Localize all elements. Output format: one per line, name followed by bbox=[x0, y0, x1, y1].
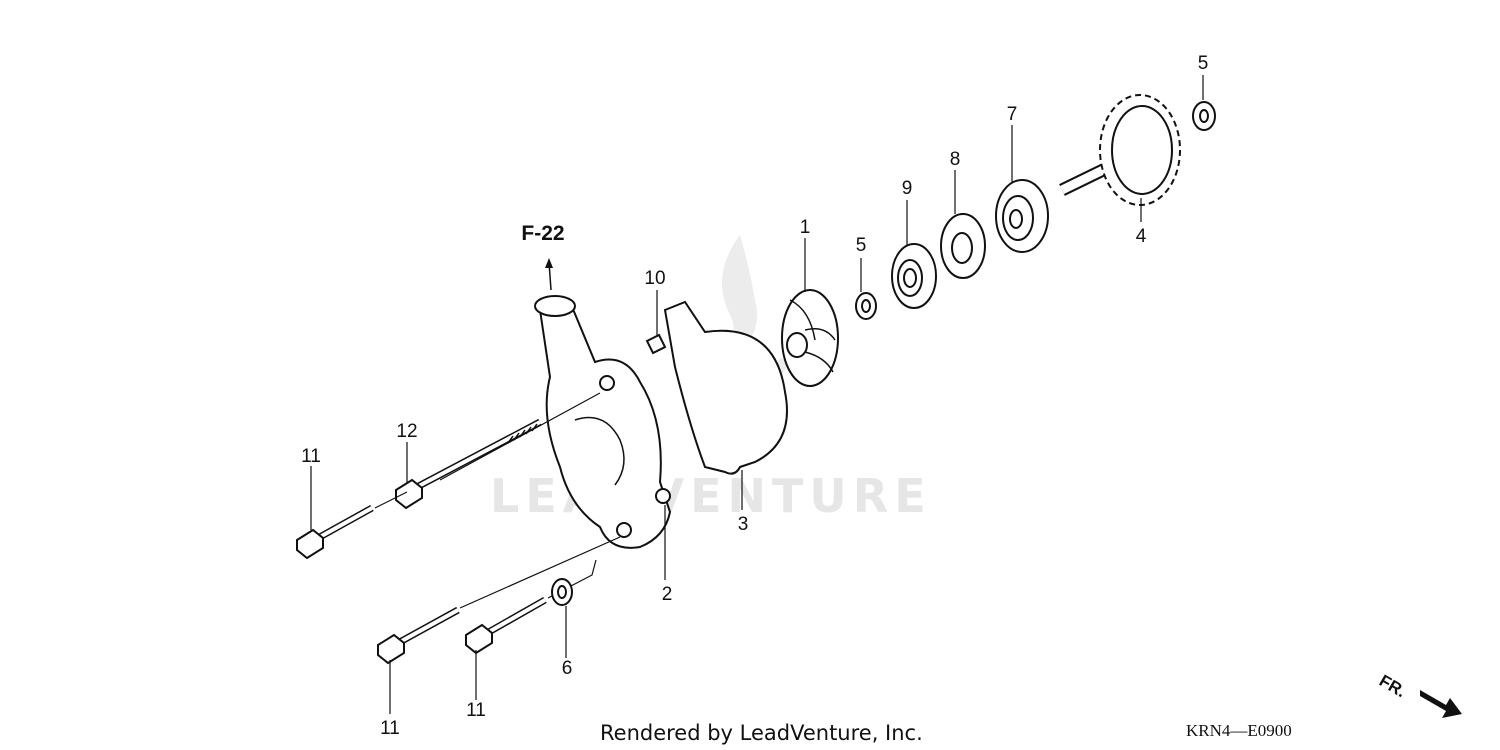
callout-7: 7 bbox=[1007, 104, 1018, 125]
watermark-text: LEADVENTURE bbox=[490, 469, 932, 523]
long-bolt bbox=[395, 418, 542, 510]
reference-label: F-22 bbox=[521, 222, 564, 245]
callout-11-upper: 11 bbox=[301, 446, 321, 467]
diagram-code: KRN4—E0900 bbox=[1186, 721, 1292, 740]
callout-5-middle: 5 bbox=[856, 235, 867, 256]
reference-f22: F-22 bbox=[521, 222, 565, 291]
rendered-by-footer: Rendered by LeadVenture, Inc. bbox=[600, 721, 923, 745]
bolt-11-lower-left bbox=[377, 606, 460, 665]
callout-10: 10 bbox=[644, 268, 665, 289]
callout-3: 3 bbox=[738, 514, 749, 535]
bolt-11-lower-mid bbox=[465, 596, 547, 655]
direction-label: FR. bbox=[1376, 671, 1409, 701]
callout-9: 9 bbox=[902, 178, 913, 199]
callout-2: 2 bbox=[662, 584, 673, 605]
dowel-pin bbox=[645, 333, 667, 355]
callout-12: 12 bbox=[396, 421, 417, 442]
callout-4: 4 bbox=[1136, 226, 1147, 247]
front-arrow-icon bbox=[1420, 690, 1462, 718]
water-pump-cover bbox=[534, 295, 672, 549]
bearing-7 bbox=[995, 179, 1049, 253]
bearing-9 bbox=[891, 243, 937, 309]
callouts: 1 2 3 4 5 5 6 7 8 9 10 11 11 11 11 12 bbox=[301, 53, 1208, 739]
leader-lines bbox=[310, 75, 1204, 714]
impeller bbox=[781, 289, 839, 387]
callout-11-lower-left: 11 bbox=[380, 718, 400, 739]
pump-shaft-gear bbox=[1059, 94, 1181, 206]
bolt-11-upper bbox=[296, 504, 374, 560]
front-direction-indicator: FR. bbox=[1376, 671, 1462, 718]
callout-6: 6 bbox=[562, 658, 573, 679]
callout-8: 8 bbox=[950, 149, 961, 170]
callout-5-right: 5 bbox=[1198, 53, 1209, 74]
callout-1: 1 bbox=[800, 217, 811, 238]
gasket bbox=[663, 300, 788, 475]
callout-11-lower-mid: 11 bbox=[466, 700, 486, 721]
seal-8 bbox=[940, 213, 986, 279]
